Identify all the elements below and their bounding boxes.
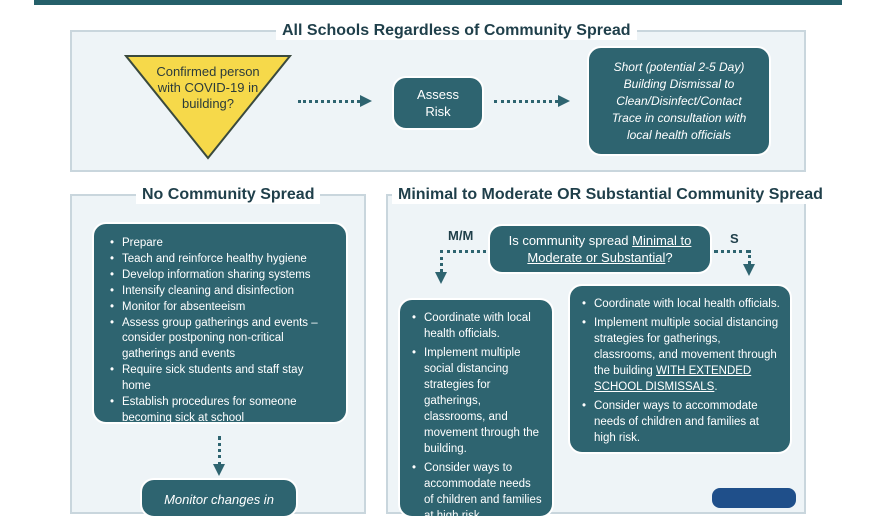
mm-arrow-head <box>435 272 447 284</box>
confirmed-case-triangle <box>124 55 292 160</box>
list-item: Coordinate with local health officials. <box>412 310 542 342</box>
list-item: Monitor for absenteeism <box>110 300 334 316</box>
no-spread-list: Prepare Teach and reinforce healthy hygi… <box>110 236 334 427</box>
assess-risk-box: Assess Risk <box>392 76 484 130</box>
list-item: Intensify cleaning and disinfection <box>110 284 334 300</box>
mm-actions-box: Coordinate with local health officials. … <box>398 298 554 522</box>
question-highlight: Minimal to Moderate or Substantial <box>527 233 692 265</box>
arrow-head-to-assess <box>360 95 372 107</box>
s-label: S <box>730 231 739 246</box>
mm-branch-down <box>440 250 443 272</box>
list-item: Coordinate with local health officials. <box>582 296 780 312</box>
list-item: Prepare <box>110 236 334 252</box>
extended-dismissals-text: WITH EXTENDED SCHOOL DISMISSALS <box>594 365 752 393</box>
list-item: Teach and reinforce healthy hygiene <box>110 252 334 268</box>
arrow-to-assess <box>298 100 360 103</box>
mm-list: Coordinate with local health officials. … <box>412 310 542 524</box>
arrow-head-to-monitor <box>213 464 225 476</box>
confirmed-case-text: Confirmed person with COVID-19 in buildi… <box>156 64 260 111</box>
mm-branch-line <box>440 250 486 253</box>
s-branch-down <box>748 250 751 264</box>
list-item: Develop information sharing systems <box>110 268 334 284</box>
no-spread-title: No Community Spread <box>136 186 321 204</box>
question-suffix: ? <box>665 250 673 265</box>
list-item: Consider ways to accommodate needs of ch… <box>412 460 542 524</box>
all-schools-title: All Schools Regardless of Community Spre… <box>276 22 637 40</box>
mm-label: M/M <box>448 228 474 243</box>
list-item: Assess group gatherings and events – con… <box>110 316 334 364</box>
question-prefix: Is community spread <box>508 233 633 248</box>
spread-question-box: Is community spread Minimal to Moderate … <box>488 224 712 274</box>
monitor-changes-box: Monitor changes in <box>140 478 298 518</box>
list-item: Require sick students and staff stay hom… <box>110 363 334 395</box>
arrow-to-dismissal <box>494 100 558 103</box>
arrow-to-monitor <box>218 436 221 466</box>
s-branch-line <box>714 250 750 253</box>
bottom-right-logo-badge <box>712 488 796 508</box>
s-item-2-end: . <box>714 381 718 393</box>
no-spread-actions-box: Prepare Teach and reinforce healthy hygi… <box>92 222 348 424</box>
spread-question-text: Is community spread Minimal to Moderate … <box>504 232 696 266</box>
list-item: Implement multiple social distancing str… <box>412 345 542 457</box>
short-dismissal-box: Short (potential 2-5 Day) Building Dismi… <box>587 46 771 156</box>
s-arrow-head <box>743 264 755 276</box>
arrow-head-to-dismissal <box>558 95 570 107</box>
community-spread-title: Minimal to Moderate OR Substantial Commu… <box>392 186 829 204</box>
s-item-2-text: Implement multiple social distancing str… <box>594 317 779 377</box>
list-item: Establish procedures for someone becomin… <box>110 395 334 427</box>
list-item: Implement multiple social distancing str… <box>582 315 780 395</box>
s-actions-box: Coordinate with local health officials. … <box>568 284 792 454</box>
top-accent-bar <box>34 0 842 5</box>
list-item: Consider ways to accommodate needs of ch… <box>582 398 780 446</box>
s-list: Coordinate with local health officials. … <box>582 296 780 446</box>
